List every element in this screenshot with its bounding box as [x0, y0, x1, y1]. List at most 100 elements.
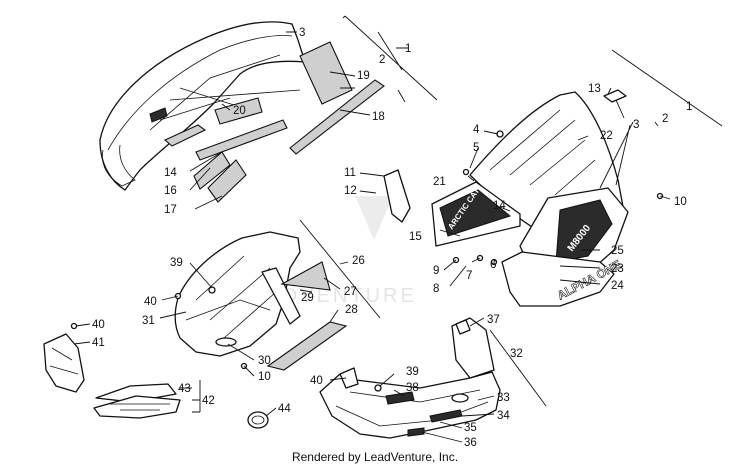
panel-42 — [93, 395, 181, 419]
callout-35: 35 — [464, 422, 477, 434]
callout-18: 18 — [372, 111, 385, 123]
callout-39-mid: 39 — [170, 257, 183, 269]
callout-40-left: 40 — [92, 319, 105, 331]
fastener-39 — [208, 286, 216, 294]
nose-decal — [555, 199, 613, 263]
side-trim-assembly — [43, 322, 269, 429]
footer-credit: Rendered by LeadVenture, Inc. — [291, 450, 459, 464]
callout-3-right: 3 — [633, 119, 639, 131]
callout-1-top: 1 — [405, 43, 411, 55]
side-panel-graphic — [439, 189, 512, 237]
pad-16b — [193, 151, 231, 190]
callout-44: 44 — [278, 403, 291, 415]
callout-33: 33 — [497, 392, 510, 404]
right-leaders — [359, 49, 723, 287]
callout-19: 19 — [357, 70, 370, 82]
watermark-logo — [355, 196, 393, 240]
callout-1-right: 1 — [686, 101, 692, 113]
callout-37: 37 — [487, 314, 500, 326]
callout-32: 32 — [510, 348, 523, 360]
lower-nose — [501, 251, 615, 307]
callout-27: 27 — [344, 286, 357, 298]
callout-3-top: 3 — [299, 27, 305, 39]
pad-27 — [280, 261, 331, 291]
callout-23: 23 — [611, 263, 624, 275]
fastener-40-left — [70, 322, 78, 330]
belly-pan — [319, 371, 501, 439]
hood-vent — [149, 107, 168, 123]
callout-16: 16 — [164, 185, 177, 197]
top-left-leaders — [189, 15, 438, 210]
hood-edge — [107, 35, 293, 151]
callout-38: 38 — [406, 382, 419, 394]
callout-14-top: 14 — [164, 167, 177, 179]
decal-36 — [407, 427, 425, 437]
callout-7: 7 — [466, 270, 472, 282]
bracket-11 — [383, 169, 411, 223]
pad-16 — [195, 119, 288, 161]
callout-28: 28 — [345, 304, 358, 316]
pad-19 — [299, 41, 353, 105]
callout-4: 4 — [473, 124, 480, 136]
callout-10-right: 10 — [674, 196, 687, 208]
hood-assembly — [99, 21, 385, 203]
fastener-5 — [462, 168, 470, 176]
callout-30: 30 — [258, 355, 271, 367]
trim-41-lines — [49, 347, 79, 375]
hood — [99, 21, 306, 191]
middle-leaders — [159, 219, 381, 377]
callout-5: 5 — [473, 142, 479, 154]
callout-22: 22 — [600, 130, 613, 142]
callout-11: 11 — [344, 167, 356, 179]
callout-14-right: 14 — [493, 200, 506, 212]
hole-35 — [451, 393, 469, 403]
belly-pan-assembly — [319, 317, 501, 439]
callout-10-mid: 10 — [258, 371, 271, 383]
inner-panel-assembly — [174, 231, 348, 371]
grommet-44-inner — [251, 415, 265, 425]
decal-38 — [385, 391, 415, 405]
callout-20: 20 — [233, 105, 246, 117]
callout-21: 21 — [433, 176, 446, 188]
callout-26: 26 — [352, 255, 365, 267]
callout-29: 29 — [301, 292, 314, 304]
bracket-40 — [339, 367, 359, 389]
bottom-leaders — [329, 317, 547, 443]
callout-6: 6 — [490, 259, 496, 271]
inner-panel — [174, 231, 301, 357]
callout-2-right: 2 — [662, 113, 668, 125]
callout-9: 9 — [433, 265, 439, 277]
callout-15: 15 — [409, 231, 422, 243]
callout-43: 43 — [178, 383, 191, 395]
callout-40-mid: 40 — [144, 296, 157, 308]
callout-12: 12 — [344, 185, 357, 197]
panel-42-lines — [110, 403, 170, 411]
callout-42: 42 — [202, 395, 215, 407]
pad-28 — [266, 321, 348, 371]
left-leaders — [73, 323, 277, 417]
callout-31: 31 — [142, 315, 155, 327]
fastener-39-bottom — [374, 384, 382, 392]
callout-25: 25 — [611, 245, 624, 257]
callout-39-bottom: 39 — [406, 366, 419, 378]
pad-18 — [289, 79, 385, 155]
callout-8: 8 — [433, 283, 439, 295]
callout-40-bottom: 40 — [310, 375, 323, 387]
upper-nose-lines — [489, 109, 596, 196]
bracket-29 — [261, 267, 301, 325]
pad-14 — [163, 124, 207, 147]
nose-assembly: ARCTIC CAT M8000 ALPHA ONE — [383, 89, 664, 307]
hole-30 — [215, 337, 237, 347]
clip-37 — [455, 319, 471, 335]
callout-34: 34 — [497, 410, 510, 422]
pad-20 — [214, 97, 263, 125]
trim-41 — [43, 333, 85, 393]
callout-41: 41 — [92, 337, 105, 349]
callout-13: 13 — [588, 83, 601, 95]
windshield-13 — [603, 89, 627, 103]
hood-inner-line — [149, 54, 301, 131]
callout-24: 24 — [611, 280, 624, 292]
hood-front — [101, 144, 136, 187]
callout-17: 17 — [164, 204, 177, 216]
